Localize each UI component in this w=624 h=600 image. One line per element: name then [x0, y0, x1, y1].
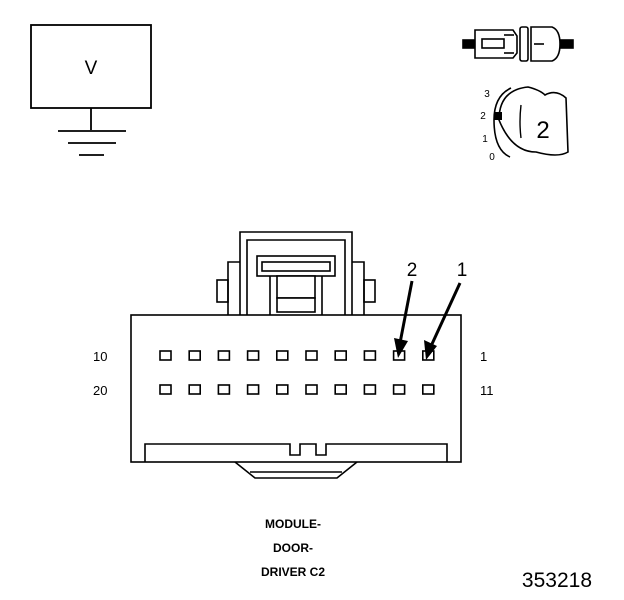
- pin-cavity-9: [188, 350, 201, 361]
- voltmeter-symbol: V: [30, 24, 152, 156]
- pin-cavity-15: [305, 384, 318, 395]
- connector-caption-line-2: DOOR-: [273, 541, 313, 555]
- pin-cavity-17: [246, 384, 260, 395]
- row1-right-pin-number: 1: [480, 349, 487, 364]
- pin-cavity-18: [217, 384, 231, 395]
- pin-cavity-8: [217, 350, 231, 361]
- test-lead-size-label: 2: [536, 117, 549, 144]
- pin-cavity-20: [159, 384, 172, 395]
- callout-arrow-pin-2: [398, 280, 414, 344]
- row2-right-pin-number: 11: [480, 383, 494, 398]
- pin-cavity-11: [421, 384, 435, 395]
- pin-cavity-7: [246, 350, 260, 361]
- pin-cavity-12: [392, 384, 406, 395]
- figure-id: 353218: [522, 569, 592, 592]
- position-mark-2: 2: [480, 111, 486, 122]
- pin-cavity-16: [275, 384, 289, 395]
- position-mark-3: 3: [484, 89, 490, 100]
- callout-label-1: 1: [457, 260, 468, 281]
- pin-cavity-6: [275, 350, 289, 361]
- connector-caption-line-3: DRIVER C2: [261, 565, 325, 579]
- row2-left-pin-number: 20: [93, 383, 107, 398]
- test-probe-icon: [462, 26, 574, 62]
- test-lead-size-icon: 3 2 1 0 2: [480, 86, 569, 163]
- pin-cavity-13: [363, 384, 377, 395]
- row1-left-pin-number: 10: [93, 349, 107, 364]
- voltmeter-label: V: [85, 58, 98, 79]
- position-mark-0: 0: [489, 152, 495, 163]
- connector-body: [130, 231, 462, 479]
- pin-cavity-10: [159, 350, 172, 361]
- pin-callout-arrows: [394, 280, 462, 360]
- callout-label-2: 2: [407, 260, 418, 281]
- callout-arrow-pin-1: [430, 282, 462, 345]
- position-mark-1: 1: [482, 134, 488, 145]
- pin-cavity-4: [334, 350, 348, 361]
- pin-cavity-19: [188, 384, 201, 395]
- pin-cavity-3: [363, 350, 377, 361]
- pin-cavity-14: [334, 384, 348, 395]
- ground-icon: [58, 108, 126, 156]
- pin-cavities: [159, 350, 435, 395]
- pin-cavity-5: [305, 350, 318, 361]
- connector-caption-line-1: MODULE-: [265, 517, 321, 531]
